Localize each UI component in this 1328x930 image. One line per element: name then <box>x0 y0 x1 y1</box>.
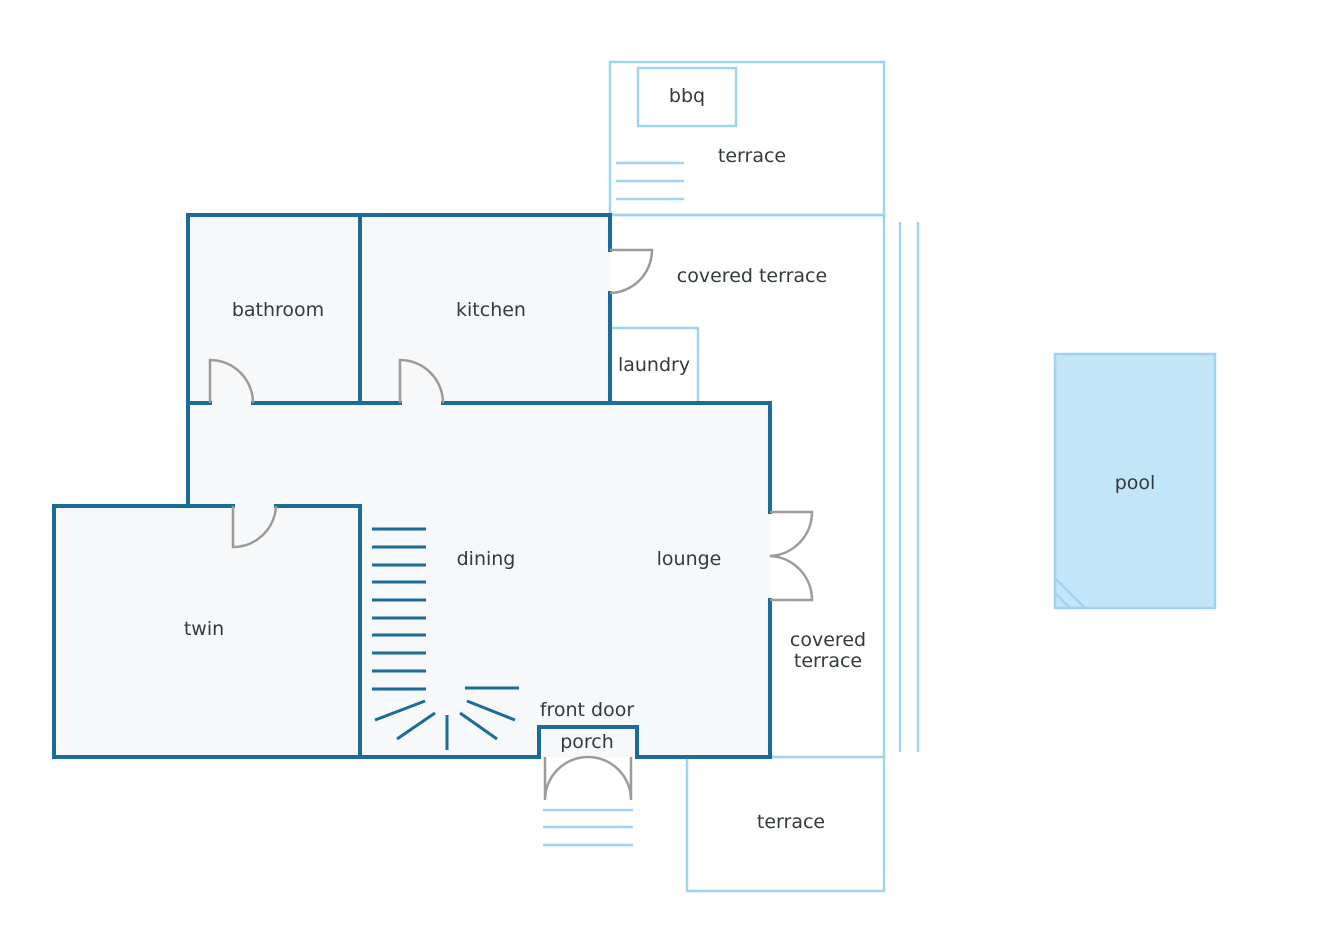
covered-terrace-door <box>609 248 654 295</box>
bathroom-door <box>208 358 255 404</box>
porch-door-right <box>587 755 633 801</box>
label-bbq: bbq <box>669 85 705 107</box>
twin-door <box>231 505 278 549</box>
pool-basin <box>1053 352 1217 610</box>
label-kitchen: kitchen <box>456 299 526 321</box>
indoor-floor <box>54 215 770 757</box>
label-laundry: laundry <box>618 354 690 376</box>
kitchen-door <box>398 358 445 404</box>
pool <box>1053 352 1217 610</box>
bbq-area <box>636 66 738 128</box>
label-terrace-top: terrace <box>718 145 786 167</box>
covered-terrace-area <box>610 213 886 759</box>
laundry-area <box>612 326 700 403</box>
lounge-door-lower <box>769 554 814 602</box>
label-terrace-bottom: terrace <box>757 811 825 833</box>
staircase <box>372 527 519 750</box>
walls <box>52 213 772 759</box>
outdoor-areas <box>543 60 920 893</box>
label-lounge: lounge <box>657 548 722 570</box>
label-pool: pool <box>1115 472 1156 494</box>
label-covered-terrace-side-2: terrace <box>794 650 862 672</box>
label-front-door: front door <box>540 699 635 721</box>
label-covered-terrace-side-1: covered <box>790 629 866 651</box>
lounge-door-upper <box>769 510 814 558</box>
label-bathroom: bathroom <box>232 299 324 321</box>
label-covered-terrace-top: covered terrace <box>677 265 827 287</box>
label-dining: dining <box>457 548 516 570</box>
terrace-bottom-area <box>685 757 886 893</box>
label-twin: twin <box>184 618 224 640</box>
room-labels: bbq terrace covered terrace bathroom kit… <box>184 85 1155 833</box>
label-porch: porch <box>560 731 614 753</box>
doors <box>208 248 814 801</box>
terrace-top-area <box>608 60 886 217</box>
pool-steps <box>1054 577 1086 609</box>
porch-door-left <box>543 755 589 801</box>
